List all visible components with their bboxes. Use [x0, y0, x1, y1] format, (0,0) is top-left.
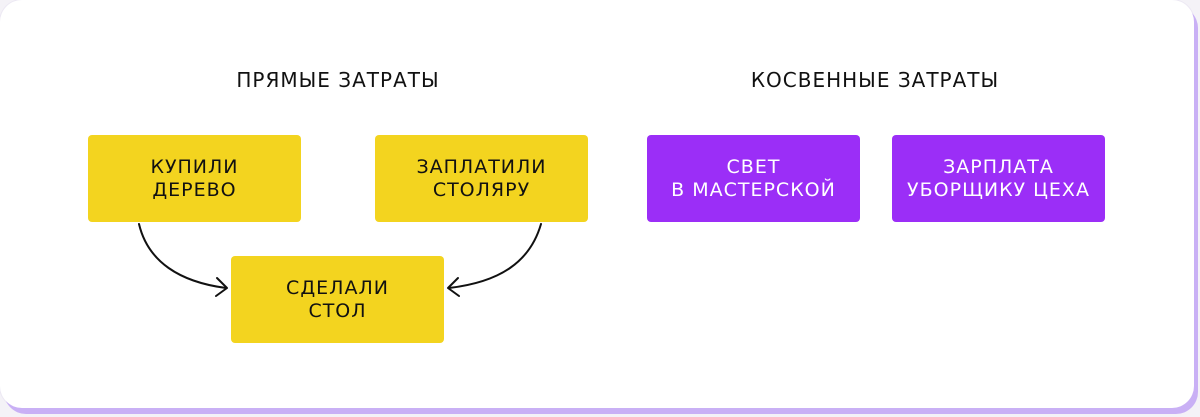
direct-costs-heading: ПРЯМЫЕ ЗАТРАТЫ	[236, 68, 440, 92]
indirect-costs-heading: КОСВЕННЫЕ ЗАТРАТЫ	[750, 68, 1000, 92]
workshop-light-node: СВЕТ В МАСТЕРСКОЙ	[647, 135, 860, 222]
cleaner-salary-node: ЗАРПЛАТА УБОРЩИКУ ЦЕХА	[892, 135, 1105, 222]
bought-wood-node: КУПИЛИ ДЕРЕВО	[88, 135, 301, 222]
diagram-card: ПРЯМЫЕ ЗАТРАТЫ КОСВЕННЫЕ ЗАТРАТЫ КУПИЛИ …	[0, 0, 1194, 408]
made-table-node: СДЕЛАЛИ СТОЛ	[231, 256, 444, 343]
paid-carpenter-node: ЗАПЛАТИЛИ СТОЛЯРУ	[375, 135, 588, 222]
